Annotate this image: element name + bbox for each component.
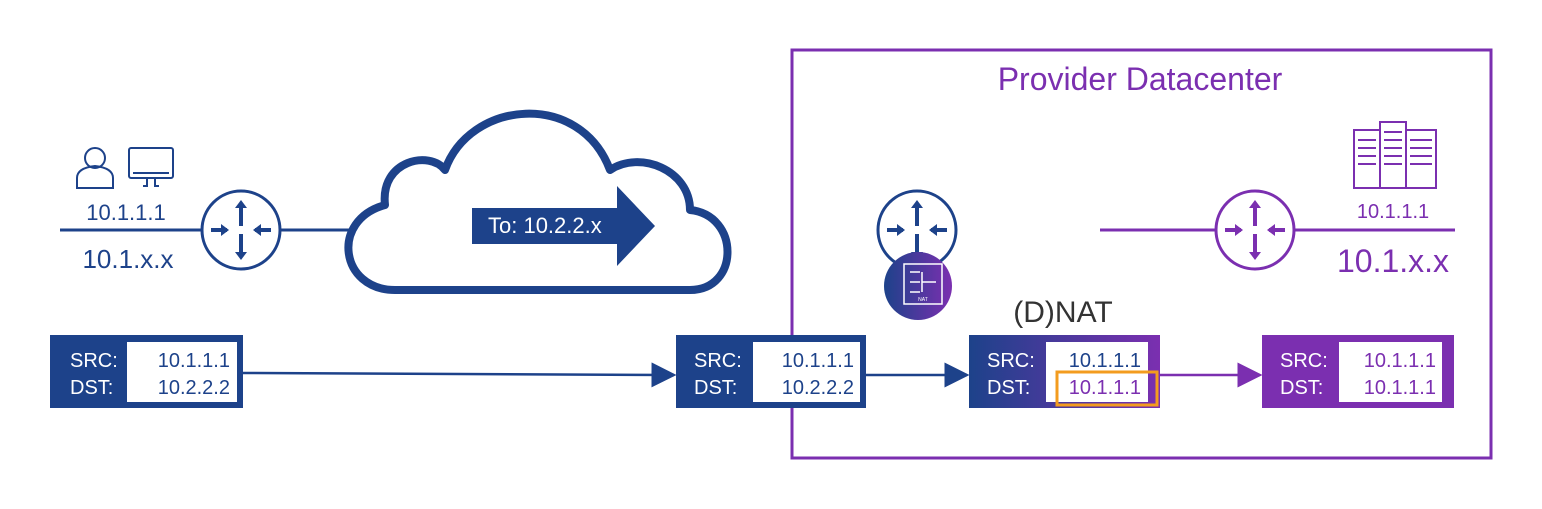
packet-2: SRC: DST: 10.1.1.1 10.2.2.2 <box>676 335 866 408</box>
provider-datacenter-boundary <box>790 48 1493 460</box>
src-label: SRC: <box>70 350 118 372</box>
dst-label: DST: <box>1280 377 1323 399</box>
src-value: 10.1.1.1 <box>1364 350 1436 372</box>
flow-arrow-1 <box>242 362 677 388</box>
client-router-icon <box>200 189 282 271</box>
nat-icon: NAT <box>884 252 952 320</box>
translated-dst-highlight <box>1055 370 1159 407</box>
monitor-icon <box>128 147 174 187</box>
dst-label: DST: <box>694 377 737 399</box>
packet-1: SRC: DST: 10.1.1.1 10.2.2.2 <box>50 335 243 408</box>
client-host-ip: 10.1.1.1 <box>86 200 166 225</box>
server-network: 10.1.x.x <box>1337 243 1449 279</box>
server-rack-icon <box>1353 121 1437 189</box>
dst-value: 10.2.2.2 <box>782 377 854 399</box>
nat-label: (D)NAT <box>1013 296 1112 329</box>
dst-value: 10.2.2.2 <box>158 377 230 399</box>
src-value: 10.1.1.1 <box>1069 350 1141 372</box>
packet-4: SRC: DST: 10.1.1.1 10.1.1.1 <box>1262 335 1454 408</box>
dst-label: DST: <box>987 377 1030 399</box>
client-network: 10.1.x.x <box>82 244 173 274</box>
packet-3-translated: SRC: DST: 10.1.1.1 10.1.1.1 <box>969 335 1160 408</box>
internet-cloud-icon <box>344 109 732 294</box>
dst-value: 10.1.1.1 <box>1364 377 1436 399</box>
dst-value-translated: 10.1.1.1 <box>1069 377 1141 399</box>
cloud-direction-arrow <box>472 186 655 266</box>
server-router-icon <box>1214 189 1296 271</box>
server-host-ip: 10.1.1.1 <box>1357 201 1429 223</box>
src-label: SRC: <box>1280 350 1328 372</box>
src-value: 10.1.1.1 <box>158 350 230 372</box>
src-value: 10.1.1.1 <box>782 350 854 372</box>
user-icon <box>76 147 114 189</box>
nat-icon-text: NAT <box>918 297 928 303</box>
dst-label: DST: <box>70 377 113 399</box>
cloud-arrow-label: To: 10.2.2.x <box>488 213 602 238</box>
datacenter-title: Provider Datacenter <box>998 61 1283 97</box>
src-label: SRC: <box>694 350 742 372</box>
src-label: SRC: <box>987 350 1035 372</box>
